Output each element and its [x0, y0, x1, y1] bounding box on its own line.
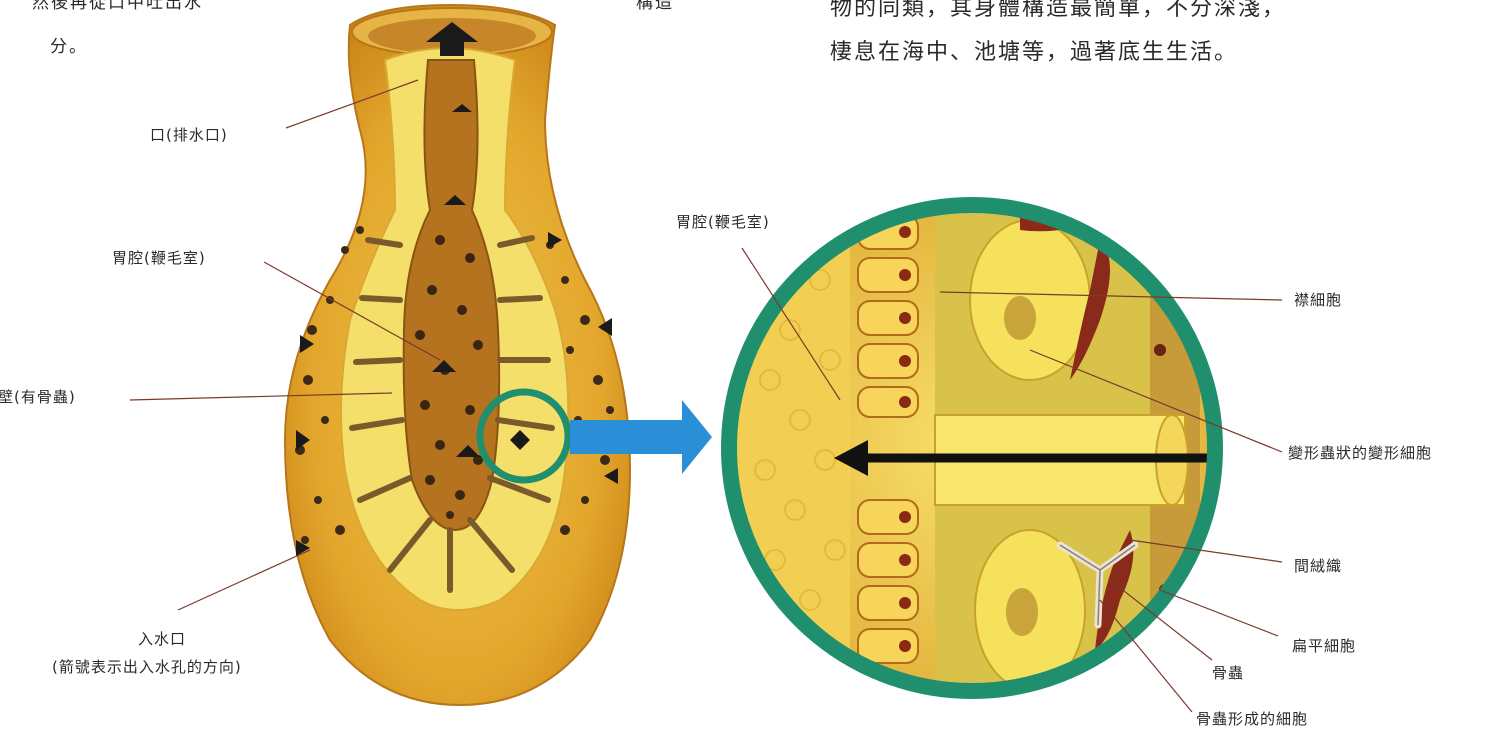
label-zoom-gastric-cavity: 胃腔(鞭毛室) — [676, 211, 770, 232]
label-amoebocytes: 變形蟲狀的變形細胞 — [1288, 442, 1432, 463]
label-mesenchyme: 間絨織 — [1294, 555, 1342, 576]
label-spicule: 骨蟲 — [1212, 662, 1244, 683]
label-gastric-cavity: 胃腔(鞭毛室) — [112, 247, 206, 268]
label-spicule-cells: 骨蟲形成的細胞 — [1196, 708, 1308, 729]
label-inlet: 入水口 — [138, 628, 186, 649]
zoom-circle — [729, 200, 1215, 700]
label-mouth: 口(排水口) — [150, 124, 228, 145]
label-collar-cells: 襟細胞 — [1294, 289, 1342, 310]
label-flat-cells: 扁平細胞 — [1292, 635, 1356, 656]
label-body-wall: 體壁(有骨蟲) — [0, 386, 76, 407]
label-inlet-note: (箭號表示出入水孔的方向) — [52, 656, 242, 677]
